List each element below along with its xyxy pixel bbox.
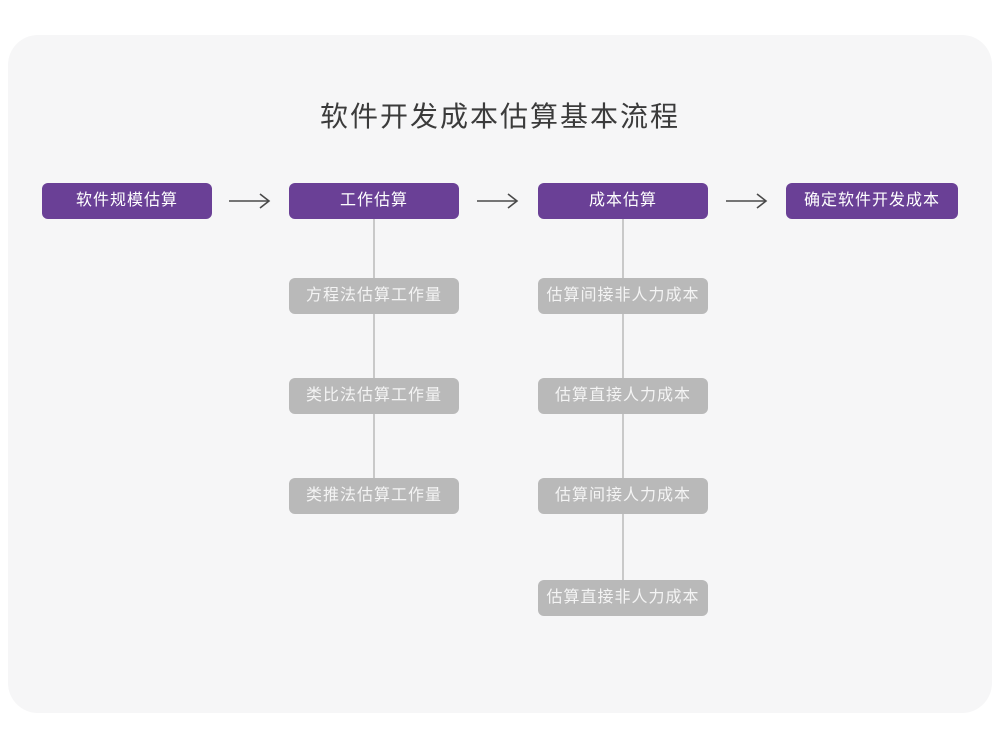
method-node-equation-workload[interactable]: 方程法估算工作量 (289, 278, 459, 314)
diagram-title: 软件开发成本估算基本流程 (319, 101, 680, 132)
right-arrow-icon (477, 193, 519, 209)
stage-node-software-scale-estimation[interactable]: 软件规模估算 (42, 183, 212, 219)
connector-line-work-estimation (373, 219, 375, 478)
method-node-direct-nonlabor-cost[interactable]: 估算直接非人力成本 (538, 580, 708, 616)
method-node-extrapolation-workload[interactable]: 类推法估算工作量 (289, 478, 459, 514)
method-node-analogy-workload[interactable]: 类比法估算工作量 (289, 378, 459, 414)
stage-node-determine-dev-cost[interactable]: 确定软件开发成本 (786, 183, 958, 219)
stage-node-work-estimation[interactable]: 工作估算 (289, 183, 459, 219)
method-node-direct-labor-cost[interactable]: 估算直接人力成本 (538, 378, 708, 414)
right-arrow-icon (726, 193, 768, 209)
right-arrow-icon (229, 193, 271, 209)
diagram-card (8, 35, 992, 713)
method-node-indirect-nonlabor-cost[interactable]: 估算间接非人力成本 (538, 278, 708, 314)
stage-node-cost-estimation[interactable]: 成本估算 (538, 183, 708, 219)
method-node-indirect-labor-cost[interactable]: 估算间接人力成本 (538, 478, 708, 514)
